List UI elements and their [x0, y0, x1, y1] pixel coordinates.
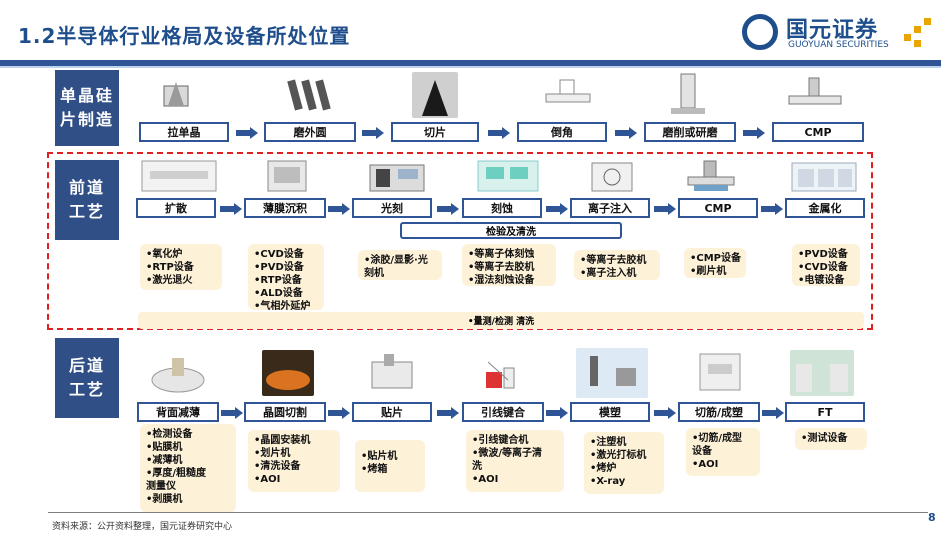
step-cmp-front: CMP — [678, 198, 758, 218]
section-label-back: 后道 工艺 — [55, 338, 119, 418]
front-image — [368, 157, 426, 195]
arrow-right-icon — [437, 407, 459, 419]
arrow-right-icon — [236, 127, 258, 139]
arrow-right-icon — [437, 203, 459, 215]
wafer-image — [540, 76, 596, 116]
step-lapping: 磨削或研磨 — [644, 122, 736, 142]
logo-dot-icon — [924, 18, 931, 25]
logo-dot-icon — [904, 34, 911, 41]
step-lithography: 光刻 — [352, 198, 432, 218]
arrow-right-icon — [328, 203, 350, 215]
wafer-image — [785, 74, 845, 118]
front-process-frame — [47, 152, 873, 330]
wafer-image — [154, 72, 200, 118]
step-wire-bonding: 引线键合 — [462, 402, 544, 422]
back-image — [790, 350, 854, 396]
arrow-right-icon — [221, 407, 243, 419]
step-metallization: 金属化 — [785, 198, 865, 218]
front-image — [476, 157, 540, 195]
metrology-band: •量测/检测 清洗 — [138, 312, 864, 329]
equipment-card-ft: •测试设备 — [795, 428, 867, 450]
equipment-card-diffusion: •氧化炉•RTP设备•激光退火 — [140, 244, 222, 290]
front-image — [790, 157, 858, 195]
step-ft: FT — [785, 402, 865, 422]
arrow-right-icon — [654, 407, 676, 419]
logo-text-en: GUOYUAN SECURITIES — [788, 40, 889, 50]
equipment-card-dicing: •晶圆安装机•划片机•清洗设备•AOI — [248, 430, 340, 492]
page-number: 8 — [928, 511, 936, 524]
source-note: 资料来源：公开资料整理，国元证券研究中心 — [52, 522, 233, 532]
arrow-right-icon — [220, 203, 242, 215]
arrow-right-icon — [615, 127, 637, 139]
back-image — [690, 348, 750, 398]
step-grind-od: 磨外圆 — [264, 122, 356, 142]
step-pull-crystal: 拉单晶 — [139, 122, 229, 142]
front-image — [684, 157, 738, 195]
wafer-image — [665, 72, 711, 118]
equipment-card-cmp: •CMP设备•刷片机 — [684, 248, 746, 278]
back-image — [148, 348, 208, 398]
logo-dot-icon — [914, 26, 921, 33]
equipment-card-metallization: •PVD设备•CVD设备•电镀设备 — [792, 244, 860, 286]
equipment-card-trim-form: •切筋/成型设备•AOI — [686, 428, 760, 476]
arrow-right-icon — [762, 407, 784, 419]
step-die-attach: 贴片 — [352, 402, 432, 422]
equipment-card-ion-implant: •等离子去胶机•离子注入机 — [574, 250, 660, 280]
step-etching: 刻蚀 — [462, 198, 542, 218]
front-image — [140, 157, 218, 195]
page-title: 1.2半导体行业格局及设备所处位置 — [18, 24, 351, 48]
wafer-image — [412, 72, 458, 118]
logo-text-cn: 国元证券 — [786, 18, 879, 43]
arrow-right-icon — [654, 203, 676, 215]
step-back-grinding: 背面减薄 — [137, 402, 219, 422]
back-image — [368, 352, 416, 396]
footer-divider — [48, 512, 928, 513]
equipment-card-die-attach: •贴片机•烤箱 — [355, 440, 425, 492]
equipment-card-lithography: •涂胶/显影·光刻机 — [358, 250, 442, 280]
arrow-right-icon — [488, 127, 510, 139]
arrow-right-icon — [761, 203, 783, 215]
arrow-right-icon — [328, 407, 350, 419]
equipment-card-wire-bonding: •引线键合机•微波/等离子清洗•AOI — [466, 430, 564, 492]
equipment-card-deposition: •CVD设备•PVD设备•RTP设备•ALD设备•气相外延炉 — [248, 244, 324, 312]
step-cmp: CMP — [772, 122, 864, 142]
step-slicing: 切片 — [391, 122, 479, 142]
logo-emblem-icon — [742, 14, 778, 50]
step-molding: 模塑 — [570, 402, 650, 422]
step-deposition: 薄膜沉积 — [244, 198, 326, 218]
arrow-right-icon — [362, 127, 384, 139]
arrow-right-icon — [546, 407, 568, 419]
logo-dot-icon — [914, 40, 921, 47]
equipment-card-molding: •注塑机•激光打标机•烤炉•X-ray — [584, 432, 664, 494]
step-dicing: 晶圆切割 — [244, 402, 326, 422]
section-label-wafer: 单晶硅 片制造 — [55, 70, 119, 146]
inspect-clean-box: 检验及清洗 — [400, 222, 622, 239]
company-logo: 国元证券 GUOYUAN SECURITIES — [742, 10, 932, 54]
equipment-card-back-grinding: •检测设备•贴膜机•减薄机•厚度/粗糙度测量仪•剥膜机 — [140, 424, 236, 512]
step-trim-form: 切筋/成塑 — [678, 402, 760, 422]
back-image — [468, 350, 544, 396]
front-image — [262, 157, 312, 195]
step-ion-implant: 离子注入 — [570, 198, 650, 218]
header-bar-accent — [0, 66, 941, 68]
back-image — [576, 348, 648, 398]
header-bar — [0, 60, 941, 66]
front-image — [588, 157, 636, 195]
back-image — [262, 350, 314, 396]
arrow-right-icon — [546, 203, 568, 215]
step-chamfer: 倒角 — [517, 122, 607, 142]
arrow-right-icon — [743, 127, 765, 139]
wafer-image — [285, 72, 341, 118]
equipment-card-etching: •等离子体刻蚀•等离子去胶机•湿法刻蚀设备 — [462, 244, 556, 286]
section-label-front: 前道 工艺 — [55, 160, 119, 240]
step-diffusion: 扩散 — [136, 198, 216, 218]
